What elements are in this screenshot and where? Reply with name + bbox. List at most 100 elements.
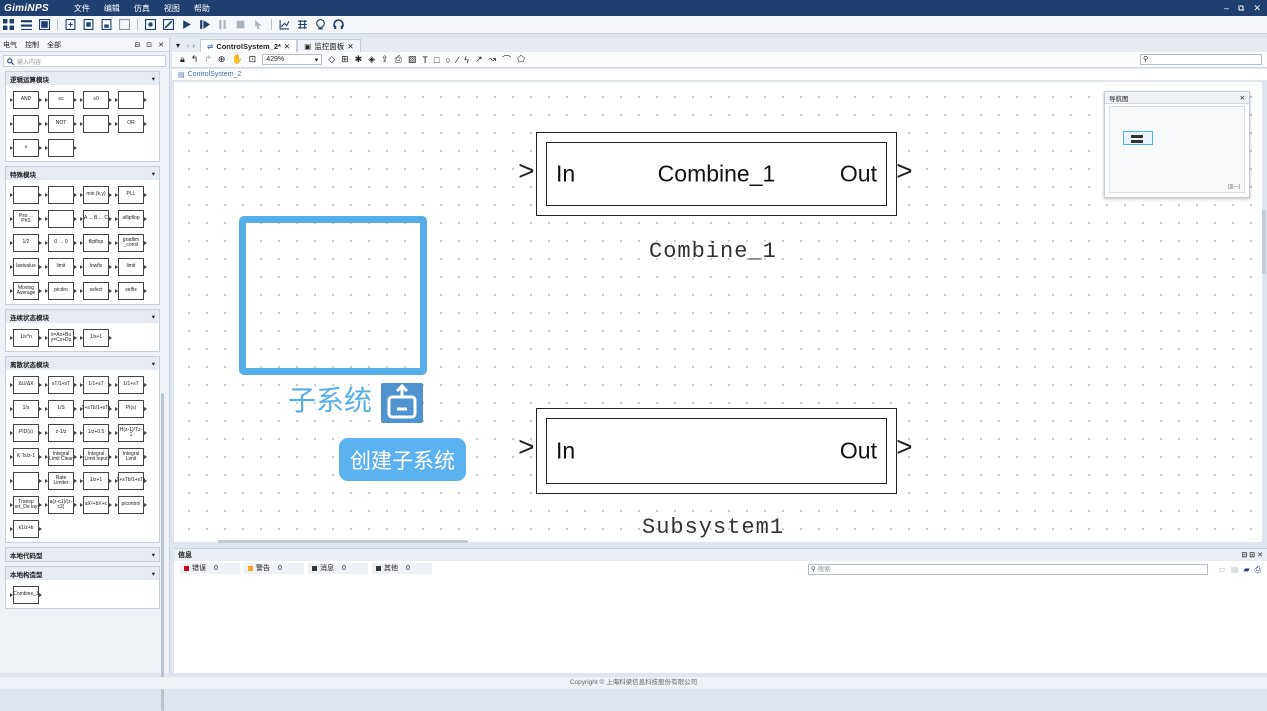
polygon-icon[interactable]: ⬠ [517, 54, 525, 64]
filter-other[interactable]: 其他 0 [372, 562, 432, 574]
tab-control[interactable]: 控制 [25, 41, 39, 49]
category-header[interactable]: 离散状态模块▾ [6, 357, 159, 370]
chart-icon[interactable] [279, 19, 290, 30]
library-block[interactable]: ≤c [45, 91, 77, 109]
close-button[interactable]: ✕ [1253, 2, 1261, 13]
filter-messages[interactable]: 消息 0 [308, 562, 368, 574]
menu-view[interactable]: 视图 [163, 3, 180, 13]
clear-icon[interactable]: ▤ [1230, 565, 1239, 574]
polyline-icon[interactable]: ϟ [464, 54, 470, 65]
library-block[interactable]: A ... B ... C [80, 210, 112, 228]
library-block[interactable]: min (k,y) [80, 186, 112, 204]
library-block[interactable]: 1/2 [10, 234, 42, 252]
circle-icon[interactable]: ○ [445, 54, 451, 65]
library-block[interactable]: PLL [115, 186, 147, 204]
copy-icon[interactable]: ▭ [1218, 565, 1226, 574]
library-block[interactable]: 1/1+sT [115, 376, 147, 394]
library-block[interactable]: OR [115, 115, 147, 133]
fit-icon[interactable]: ⊡ [248, 54, 257, 64]
combine-module[interactable]: In Combine_1 Out [536, 132, 897, 216]
navigator-viewport[interactable]: []|[—] [1109, 106, 1245, 193]
library-block[interactable]: gradlim _const [115, 234, 147, 252]
library-block[interactable]: aflipflop [115, 210, 147, 228]
panel-controls[interactable]: ⊟ ⊡ ✕ [134, 41, 166, 49]
filter-errors[interactable]: 错误 0 [180, 562, 240, 574]
library-block[interactable]: lowfix [80, 258, 112, 276]
tab-all[interactable]: 全部 [47, 41, 61, 49]
close-icon[interactable]: ✕ [283, 41, 291, 51]
library-block[interactable]: 1+sTb/1+sTa [115, 472, 147, 490]
library-block[interactable]: Transp ort_De lay [10, 496, 42, 514]
library-block[interactable]: 1/S [45, 400, 77, 418]
print-icon[interactable]: ⎙ [1254, 565, 1261, 574]
library-block[interactable]: sT/1+sT [45, 376, 77, 394]
filter-warnings[interactable]: 警告 0 [244, 562, 304, 574]
layers-icon[interactable]: ◈ [368, 54, 376, 64]
edit-icon[interactable] [163, 19, 174, 30]
library-block[interactable]: ΔU/ΔX [10, 376, 42, 394]
restore-button[interactable]: ⧉ [1238, 2, 1245, 13]
lock-icon[interactable]: 🔒︎ [180, 54, 185, 64]
library-block[interactable]: ≤ [10, 139, 42, 157]
library-block[interactable]: lastvalue [10, 258, 42, 276]
tab-menu-icon[interactable]: ▾ [176, 41, 181, 50]
settings-icon[interactable] [145, 19, 156, 30]
library-block[interactable]: PID(s) [10, 424, 42, 442]
pause-icon[interactable] [217, 19, 228, 30]
output-port-arrow[interactable]: > [896, 158, 913, 189]
subsystem-selection-box[interactable] [239, 216, 427, 375]
library-block[interactable] [45, 186, 77, 204]
new-file-icon[interactable] [65, 19, 76, 30]
category-header[interactable]: 逻辑运算模块▾ [6, 72, 159, 85]
module-caption[interactable]: Subsystem1 [642, 515, 785, 540]
library-block[interactable]: aX²+bX+c [80, 496, 112, 514]
subsystem-module[interactable]: In Out [536, 408, 897, 494]
rectangle-icon[interactable]: □ [433, 54, 440, 65]
library-block[interactable]: Moving Average [10, 282, 42, 300]
diagram-canvas[interactable]: > In Combine_1 Out > Combine_1 > In Out … [174, 82, 1262, 542]
subsystem-icon[interactable] [381, 383, 423, 423]
library-block[interactable]: limit [45, 258, 77, 276]
create-subsystem-button[interactable]: 创建子系统 [339, 438, 466, 481]
library-block[interactable]: selfix [115, 282, 147, 300]
open-file-icon[interactable] [83, 19, 94, 30]
headset-icon[interactable] [333, 19, 344, 30]
save-icon[interactable] [101, 19, 112, 30]
tab-controlsystem[interactable]: ⇌ ControlSystem_2* ✕ [200, 39, 298, 52]
tag-icon[interactable]: ◇ [328, 54, 336, 64]
info-search-input[interactable]: ⚲ 搜索 [808, 564, 1208, 575]
navigator-view-rect[interactable] [1123, 131, 1153, 145]
text-icon[interactable]: T [422, 54, 428, 65]
library-block[interactable] [45, 210, 77, 228]
library-block[interactable]: H(z-1)/Tz-1 [115, 424, 147, 442]
save-as-icon[interactable] [119, 19, 130, 30]
library-scrollbar[interactable] [161, 393, 164, 711]
library-search[interactable]: 输入内容 [3, 55, 166, 67]
menu-file[interactable]: 文件 [73, 3, 90, 13]
gear-icon[interactable]: ✱ [354, 54, 363, 64]
input-port-arrow[interactable]: > [518, 158, 535, 189]
library-block[interactable]: k1/z+b [10, 520, 42, 538]
library-block[interactable]: NOT [45, 115, 77, 133]
arrow-icon[interactable]: ↗ [475, 54, 483, 64]
undo-icon[interactable]: ↰ [190, 54, 199, 64]
library-block[interactable] [10, 186, 42, 204]
list-icon[interactable] [21, 19, 32, 30]
library-block[interactable]: 1+sTb/1+sTa [80, 400, 112, 418]
library-block[interactable]: 1/z+0.5 [80, 424, 112, 442]
canvas-horizontal-scrollbar[interactable] [218, 540, 468, 543]
tab-monitor-panel[interactable]: ▣ 监控面板 ✕ [297, 39, 361, 52]
tab-prev-icon[interactable]: ‹ [187, 41, 190, 50]
library-block[interactable]: limit [115, 258, 147, 276]
pan-icon[interactable]: ✋ [231, 54, 243, 64]
minimize-button[interactable]: – [1224, 2, 1230, 13]
stop-icon[interactable] [235, 19, 246, 30]
grid-toggle-icon[interactable]: ⊞ [341, 54, 349, 64]
library-block[interactable] [80, 115, 112, 133]
breadcrumb-item[interactable]: ControlSystem_2 [187, 71, 242, 78]
menu-simulation[interactable]: 仿真 [133, 3, 150, 13]
panel-controls[interactable]: ⊟ ⊡ ✕ [1241, 552, 1264, 559]
arc-icon[interactable]: ⌒ [502, 55, 512, 65]
library-block[interactable]: K Ts/z-1 [10, 448, 42, 466]
output-port-arrow[interactable]: > [896, 434, 913, 465]
